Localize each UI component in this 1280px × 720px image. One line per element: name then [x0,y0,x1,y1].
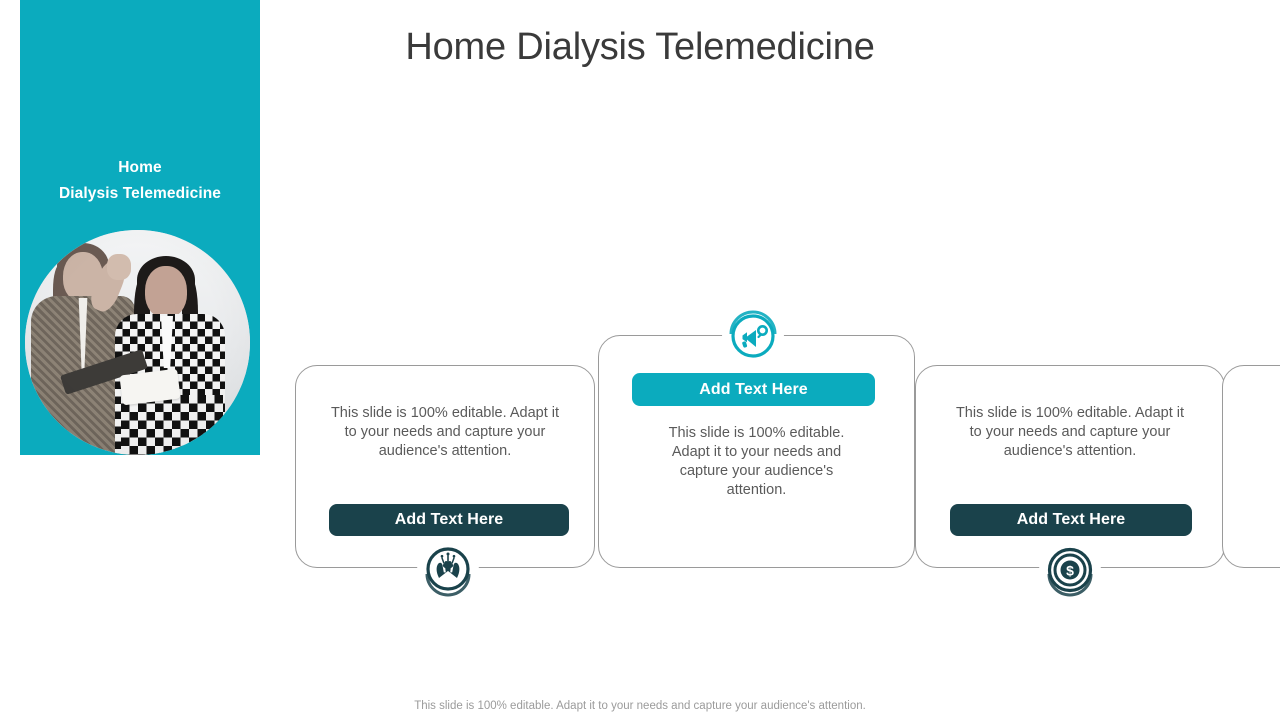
card-left-button[interactable]: Add Text Here [329,504,569,536]
sidebar-title-line2: Dialysis Telemedicine [58,185,222,202]
card-far-right-partial[interactable] [1222,365,1280,568]
sidebar-title: Home Dialysis Telemedicine [40,155,240,207]
svg-text:$: $ [1066,563,1074,579]
card-middle[interactable]: Add Text Here This slide is 100% editabl… [598,335,915,568]
megaphone-icon [722,303,784,365]
photo-illustration [25,230,250,455]
hands-holding-plant-icon [417,540,479,602]
card-right-body: This slide is 100% editable. Adapt it to… [955,405,1185,459]
card-left-body: This slide is 100% editable. Adapt it to… [330,405,560,459]
card-middle-body: This slide is 100% editable. Adapt it to… [668,425,845,498]
footer-note: This slide is 100% editable. Adapt it to… [414,700,866,712]
sidebar-title-line1: Home [118,159,162,176]
dollar-coin-icon: $ [1039,540,1101,602]
sidebar-photo [25,230,250,455]
card-middle-button[interactable]: Add Text Here [632,373,875,406]
card-right-button[interactable]: Add Text Here [950,504,1192,536]
card-left[interactable]: This slide is 100% editable. Adapt it to… [295,365,595,568]
card-right[interactable]: This slide is 100% editable. Adapt it to… [915,365,1225,568]
page-title: Home Dialysis Telemedicine [405,26,875,68]
